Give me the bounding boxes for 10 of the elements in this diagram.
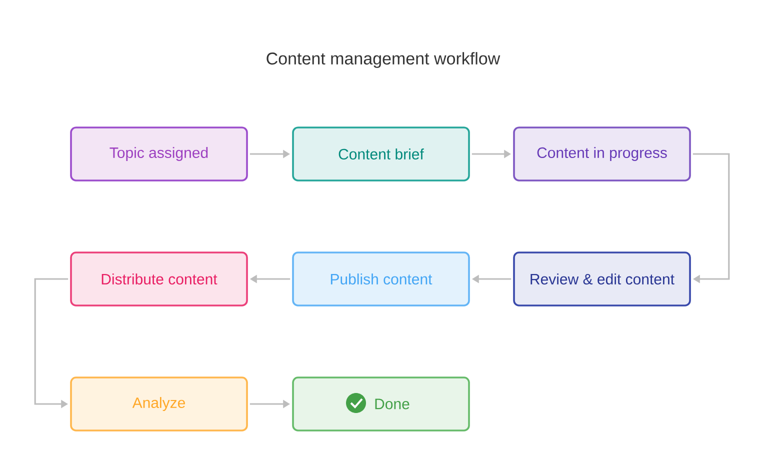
process-box: Publish content <box>292 252 470 306</box>
process-box: Content brief <box>292 126 470 182</box>
process-box: Distribute content <box>70 252 248 306</box>
title: Content management workflow <box>266 52 500 68</box>
process-box: Analyze <box>70 376 248 432</box>
process-box: Content in progress <box>513 126 691 182</box>
process-box: Topic assigned <box>70 126 248 182</box>
process-box: Done <box>292 376 470 432</box>
arrow <box>692 153 730 284</box>
process-box: Review & edit content <box>513 252 691 306</box>
